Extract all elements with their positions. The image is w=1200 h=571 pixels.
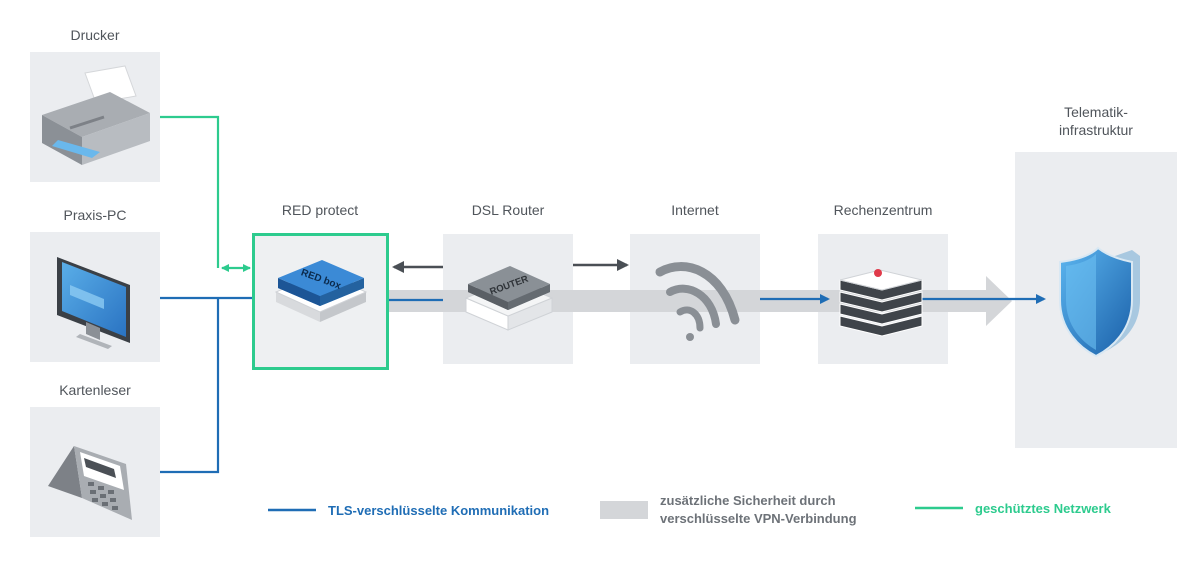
shield-icon	[1059, 246, 1140, 358]
pc-label: Praxis-PC	[63, 207, 127, 223]
monitor-icon	[57, 257, 130, 349]
wifi-icon	[655, 262, 740, 341]
legend-vpn-label-line2: verschlüsselte VPN-Verbindung	[660, 511, 857, 526]
telematik-label-line1: Telematik-	[1064, 104, 1128, 120]
router-icon: ROUTER	[464, 266, 554, 331]
dsl-router-label: DSL Router	[471, 202, 545, 218]
protected-network-lines	[160, 115, 251, 272]
card-reader-icon	[48, 446, 132, 520]
red-protect-label: RED protect	[281, 202, 359, 218]
internet-label: Internet	[671, 202, 719, 218]
router-arrows	[392, 259, 629, 273]
red-box-icon: RED box	[274, 260, 368, 322]
tls-lines	[160, 294, 1046, 474]
server-icon	[839, 269, 923, 337]
telematik-label-line2: infrastruktur	[1059, 122, 1133, 138]
printer-icon	[42, 65, 150, 165]
legend-vpn-swatch	[600, 501, 648, 519]
red-protect-tile	[252, 233, 389, 370]
legend-vpn-label-line1: zusätzliche Sicherheit durch	[660, 493, 836, 508]
printer-label: Drucker	[70, 27, 120, 43]
legend-protected-label: geschütztes Netzwerk	[975, 501, 1111, 516]
card-reader-label: Kartenleser	[59, 382, 131, 398]
datacenter-label: Rechenzentrum	[833, 202, 933, 218]
legend-tls-label: TLS-verschlüsselte Kommunikation	[328, 503, 550, 518]
